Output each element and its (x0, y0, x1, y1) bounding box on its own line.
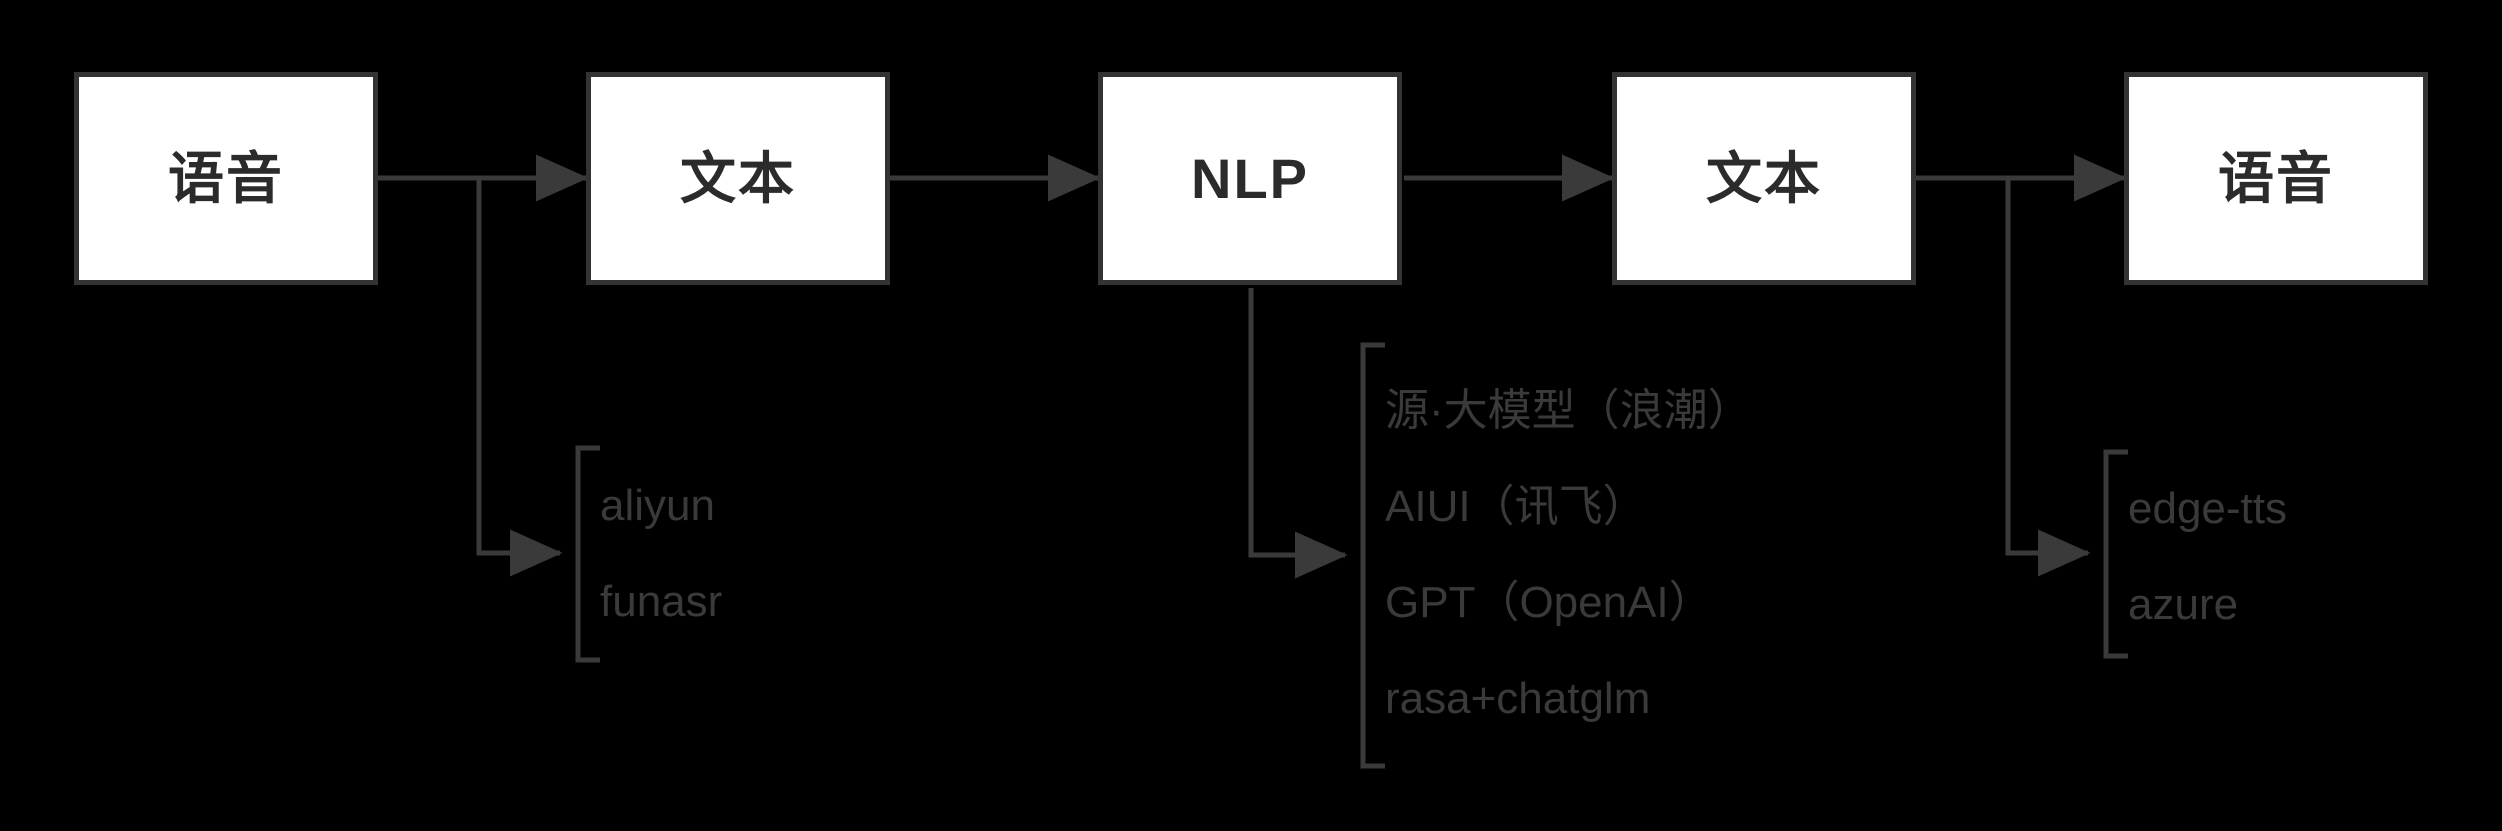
bracket-asr (575, 445, 600, 663)
option-item-funasr[interactable]: funasr (600, 577, 723, 626)
node-text-in[interactable]: 文本 (586, 72, 890, 285)
branch-tts (2005, 180, 2091, 577)
option-group-tts: edge-tts azure (2128, 437, 2287, 677)
option-item-gpt[interactable]: GPT（OpenAI） (1385, 578, 1713, 627)
node-nlp[interactable]: NLP (1098, 72, 1402, 285)
option-group-asr: aliyun funasr (600, 430, 722, 678)
option-item-edge-tts[interactable]: edge-tts (2128, 484, 2287, 533)
option-item-rasa-chatglm[interactable]: rasa+chatglm (1385, 674, 1651, 723)
option-item-aliyun[interactable]: aliyun (600, 481, 715, 530)
bracket-nlp (1360, 342, 1385, 769)
node-label-nlp: NLP (1191, 146, 1309, 210)
option-group-nlp: 源·大模型（浪潮） AIUI（讯飞） GPT（OpenAI） rasa+chat… (1385, 375, 1752, 735)
option-item-yuan-llm[interactable]: 源·大模型（浪潮） (1385, 386, 1752, 435)
node-speech-in[interactable]: 语音 (74, 72, 378, 285)
option-item-azure[interactable]: azure (2128, 580, 2239, 629)
option-item-aiui[interactable]: AIUI（讯飞） (1385, 482, 1647, 531)
node-label-text-in: 文本 (680, 146, 796, 210)
node-label-speech-out: 语音 (2218, 146, 2334, 210)
node-text-out[interactable]: 文本 (1612, 72, 1916, 285)
node-speech-out[interactable]: 语音 (2124, 72, 2428, 285)
bracket-tts (2103, 449, 2128, 659)
node-label-speech-in: 语音 (168, 146, 284, 210)
branch-nlp (1248, 288, 1348, 579)
node-label-text-out: 文本 (1706, 146, 1822, 210)
branch-asr (476, 180, 563, 577)
